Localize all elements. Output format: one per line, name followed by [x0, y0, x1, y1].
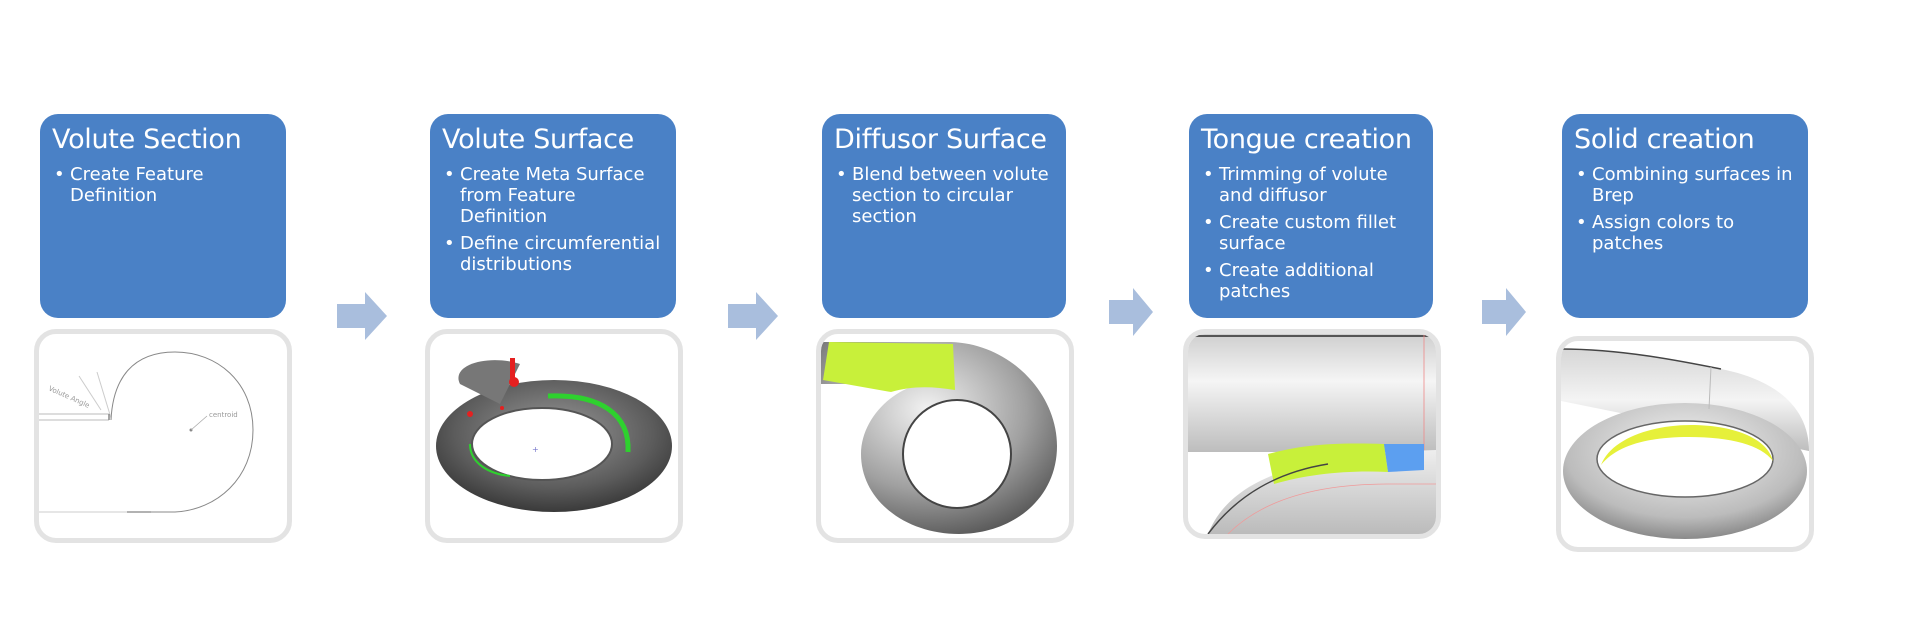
step-bullet: Create Feature Definition	[54, 164, 274, 206]
sketch-label-centroid: centroid	[209, 411, 238, 419]
sketch-label-volute-angle: Volute Angle	[47, 385, 91, 410]
step-title: Tongue creation	[1201, 124, 1412, 155]
step-box-tongue-creation: Tongue creation Trimming of volute and d…	[1189, 114, 1433, 318]
step-bullet: Create additional patches	[1203, 260, 1421, 302]
step-box-diffusor-surface: Diffusor Surface Blend between volute se…	[822, 114, 1066, 318]
svg-text:+: +	[532, 445, 539, 454]
right-arrow-icon	[1482, 288, 1526, 336]
step-bullet: Create Meta Surface from Feature Definit…	[444, 164, 664, 227]
step-image-volute-section: Volute Angle centroid	[34, 329, 292, 543]
step-bullet: Define circumferential distributions	[444, 233, 664, 275]
diffusor-blend-render	[821, 342, 1057, 534]
right-arrow-icon	[337, 292, 387, 340]
step-bullets: Blend between volute section to circular…	[834, 164, 1054, 227]
step-box-volute-section: Volute Section Create Feature Definition	[40, 114, 286, 318]
step-bullets: Create Feature Definition	[52, 164, 274, 206]
step-bullet: Trimming of volute and diffusor	[1203, 164, 1421, 206]
tongue-closeup-render	[1188, 334, 1436, 534]
step-title: Volute Section	[52, 124, 242, 155]
volute-torus-render: +	[436, 358, 672, 512]
step-bullets: Create Meta Surface from Feature Definit…	[442, 164, 664, 275]
step-bullet: Blend between volute section to circular…	[836, 164, 1054, 227]
step-bullet: Create custom fillet surface	[1203, 212, 1421, 254]
step-bullet: Combining surfaces in Brep	[1576, 164, 1796, 206]
step-image-volute-surface: +	[425, 329, 683, 543]
volute-section-sketch: Volute Angle centroid	[39, 351, 254, 513]
step-image-tongue-creation	[1183, 329, 1441, 539]
step-box-volute-surface: Volute Surface Create Meta Surface from …	[430, 114, 676, 318]
step-box-solid-creation: Solid creation Combining surfaces in Bre…	[1562, 114, 1808, 318]
step-bullet: Assign colors to patches	[1576, 212, 1796, 254]
step-title: Diffusor Surface	[834, 124, 1047, 155]
step-image-solid-creation	[1556, 336, 1814, 552]
step-bullets: Trimming of volute and diffusor Create c…	[1201, 164, 1421, 302]
step-title: Volute Surface	[442, 124, 634, 155]
step-bullets: Combining surfaces in Brep Assign colors…	[1574, 164, 1796, 254]
right-arrow-icon	[728, 292, 778, 340]
step-title: Solid creation	[1574, 124, 1755, 155]
right-arrow-icon	[1109, 288, 1153, 336]
solid-volute-render	[1561, 348, 1809, 539]
step-image-diffusor-surface	[816, 329, 1074, 543]
